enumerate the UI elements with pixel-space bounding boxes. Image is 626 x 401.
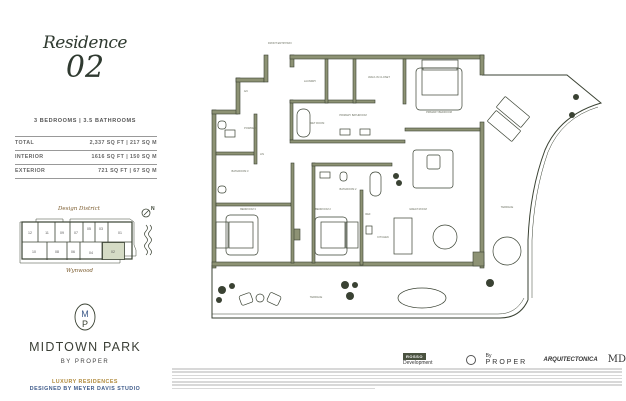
area-table: TOTAL 2,337 SQ FT | 217 SQ M INTERIOR 1616…: [15, 136, 157, 179]
room-label: LIN: [260, 152, 264, 156]
proper-prefix: By: [485, 353, 492, 359]
key-plan-highlight: [102, 242, 125, 260]
area-row-interior: INTERIOR 1616 SQ FT | 150 SQ M: [15, 151, 157, 165]
key-unit: 04: [89, 251, 93, 255]
brand-name: MIDTOWN PARK: [29, 340, 141, 354]
room-label: GREAT ROOM: [409, 207, 427, 211]
room-label: WET ROOM: [310, 121, 325, 125]
developer-text: Development: [403, 359, 433, 366]
room-label: POWDER: [244, 126, 256, 130]
area-label: INTERIOR: [15, 154, 44, 160]
key-unit: 07: [74, 231, 78, 235]
svg-text:P: P: [82, 319, 88, 329]
room-label: WALK-IN CLOSET: [368, 75, 390, 79]
developer-logo: ROSSO Development: [403, 352, 456, 366]
key-unit: 02: [111, 250, 115, 254]
room-label: TERRACE: [310, 295, 323, 299]
residence-number: 02: [65, 50, 105, 85]
room-label: LAUNDRY: [304, 79, 317, 83]
key-unit: 05: [87, 227, 91, 231]
room-label: TERRACE: [501, 205, 514, 209]
water-wave-icon: [144, 224, 152, 256]
key-unit: 12: [28, 231, 32, 235]
area-label: EXTERIOR: [15, 168, 46, 174]
key-unit: 08: [55, 250, 59, 254]
area-value: 2,337 SQ FT | 217 SQ M: [89, 140, 157, 146]
legal-disclaimer: [172, 368, 622, 391]
room-label: BATHROOM 3: [232, 169, 250, 173]
key-unit: 10: [32, 250, 36, 254]
key-plan-top-street: Design District: [58, 206, 100, 212]
area-label: TOTAL: [15, 140, 35, 146]
room-label: KITCHEN: [377, 235, 389, 239]
emblem-icon: [465, 354, 476, 365]
room-label: REF: [365, 212, 371, 216]
north-label: N: [151, 206, 155, 212]
room-label: PRIMARY BEDROOM: [426, 110, 452, 114]
tagline-luxury: LUXURY RESIDENCES: [52, 379, 118, 385]
area-row-total: TOTAL 2,337 SQ FT | 217 SQ M: [15, 137, 157, 151]
key-unit: 06: [71, 250, 75, 254]
key-unit: 11: [45, 231, 49, 235]
proper-logo: By PROPER: [486, 353, 534, 366]
key-unit: 03: [99, 227, 103, 231]
tagline-designer: DESIGNED BY MEYER DAVIS STUDIO: [29, 386, 141, 392]
room-label: BATHROOM 2: [340, 187, 358, 191]
studio-logo: MD: [607, 354, 626, 365]
proper-name: PROPER: [485, 359, 528, 366]
key-unit: 09: [60, 231, 64, 235]
svg-text:M: M: [81, 309, 89, 319]
residence-title: Residence: [43, 33, 128, 53]
architect-logo: ARQUITECTONICA: [543, 356, 598, 363]
room-label: FRONT ENTRYWAY: [268, 41, 292, 45]
developer-badge: ROSSO: [403, 352, 426, 360]
room-label: A/C: [244, 89, 248, 93]
area-row-exterior: EXTERIOR 721 SQ FT | 67 SQ M: [15, 165, 157, 179]
room-label: BEDROOM 3: [240, 207, 256, 211]
bed-bath-summary: 3 BEDROOMS | 3.5 BATHROOMS: [34, 118, 136, 124]
key-plan-bottom-street: Wynwood: [66, 268, 94, 274]
key-unit: 01: [118, 231, 122, 235]
area-value: 721 SQ FT | 67 SQ M: [98, 168, 157, 174]
partner-logos: ROSSO Development By PROPER ARQUITECTONI…: [403, 352, 626, 366]
area-value: 1616 SQ FT | 150 SQ M: [91, 154, 157, 160]
brand-by: BY PROPER: [60, 359, 110, 365]
room-label: PRIMARY BATHROOM: [339, 113, 366, 117]
north-arrow-icon: [141, 208, 151, 218]
room-label: BEDROOM 2: [315, 207, 331, 211]
midtown-park-logo: M P: [74, 303, 96, 331]
